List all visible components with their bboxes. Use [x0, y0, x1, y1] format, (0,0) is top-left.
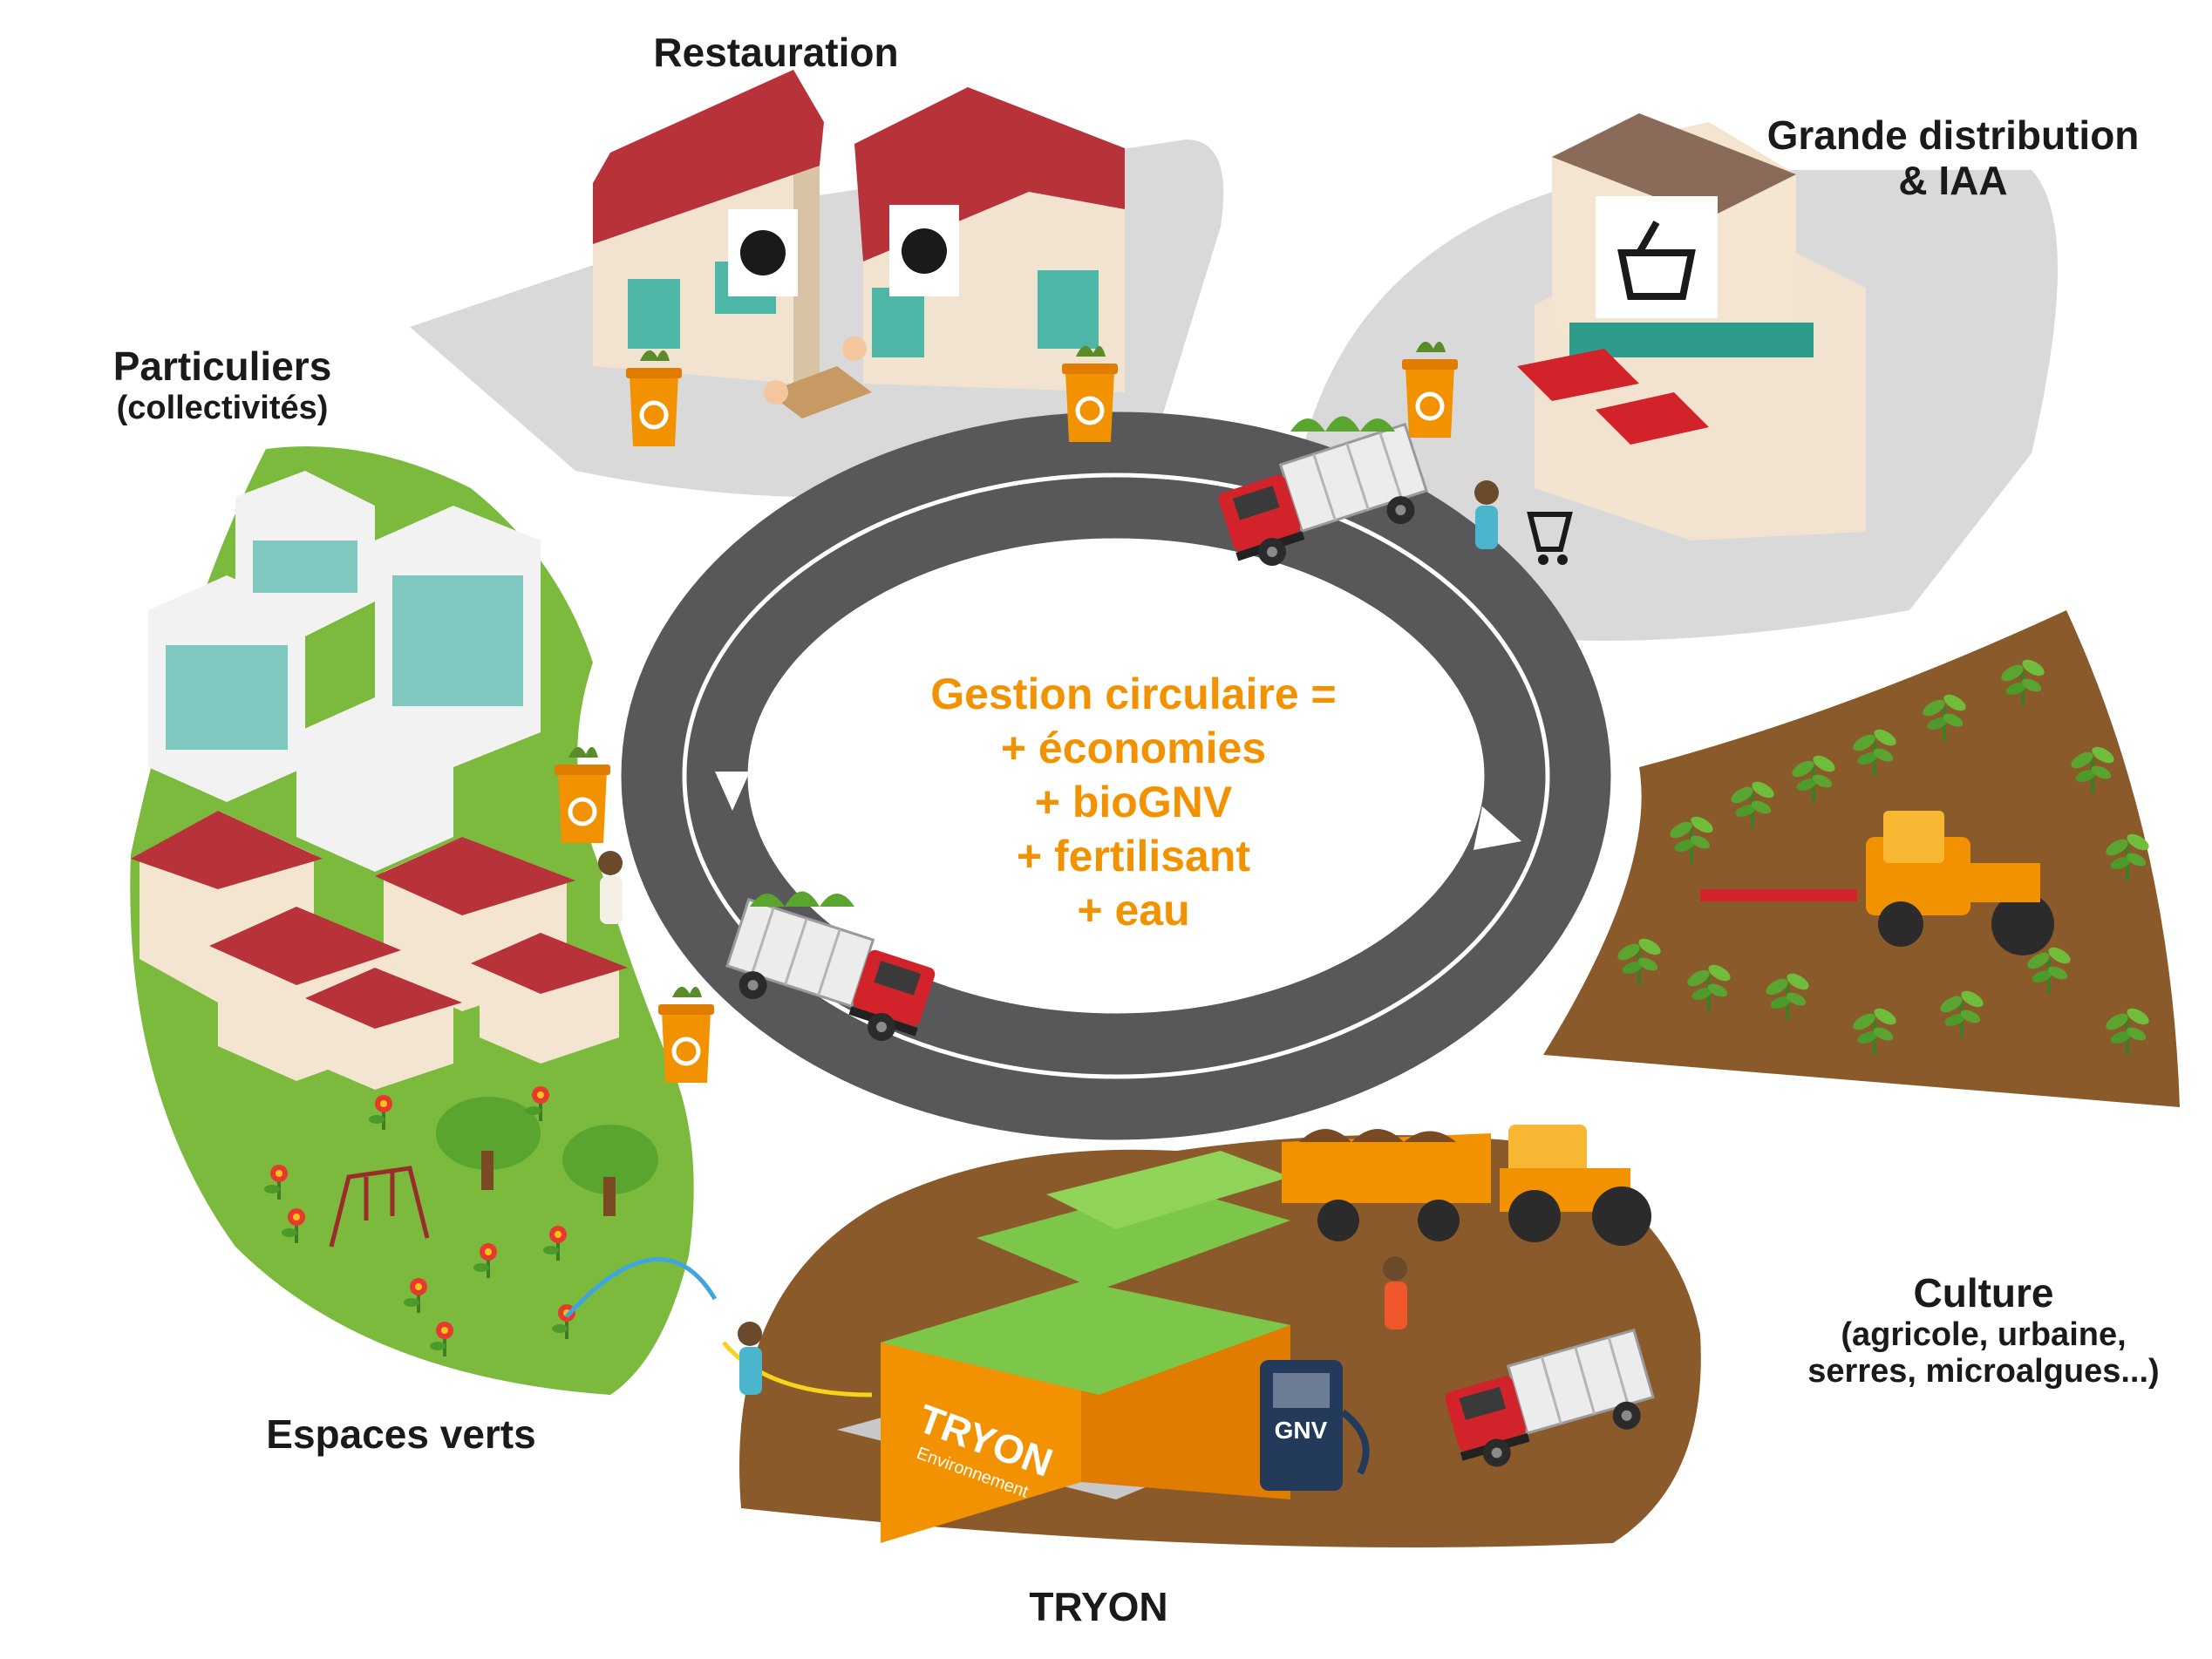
label-grande-distribution-line1: Grande distribution [1766, 112, 2140, 158]
worker-person [1383, 1256, 1407, 1329]
shopper-person [1474, 480, 1499, 549]
label-grande-distribution-line2: & IAA [1898, 157, 2008, 203]
label-particuliers-sub: (collectivités) [116, 389, 329, 426]
truck-cargo-vegetables [1290, 416, 1395, 432]
summary-line-eau: + eau [1077, 886, 1190, 935]
shopping-cart-icon [1527, 512, 1573, 565]
label-tryon: TRYON [1029, 1584, 1168, 1629]
label-particuliers-title: Particuliers [112, 343, 332, 389]
label-restauration: Restauration [653, 30, 899, 75]
label-espaces-verts: Espaces verts [266, 1411, 536, 1457]
label-culture: Culture (agricole, urbaine, serres, micr… [1770, 1270, 2197, 1390]
gnv-fuel-pump [1260, 1360, 1370, 1491]
soil-field-culture [1543, 610, 2180, 1107]
label-culture-title: Culture [1913, 1270, 2054, 1316]
plate-cutlery-icon-2 [889, 205, 959, 296]
summary-line-economies: + économies [1000, 724, 1267, 772]
gardener-person [738, 1322, 762, 1395]
summary-line-biognv: + bioGNV [1034, 778, 1233, 826]
road-inner-island [750, 539, 1482, 1013]
water-spray-arc [565, 1257, 718, 1318]
truck-cargo-vegetables-2 [750, 891, 854, 907]
hose [722, 1341, 873, 1397]
summary-line-gestion: Gestion circulaire = [930, 670, 1337, 718]
road-arrow-left [715, 772, 750, 811]
tractor-with-trailer [1282, 1125, 1651, 1246]
plate-cutlery-icon [728, 209, 798, 296]
tryon-containers [881, 1151, 1290, 1543]
dining-table [764, 337, 872, 418]
shopping-basket-icon [1596, 196, 1718, 318]
gnv-pump-label: GNV [1275, 1417, 1328, 1444]
houses-row [131, 811, 628, 1090]
label-grande-distribution: Grande distribution & IAA [1709, 112, 2197, 203]
apartment-blocks [148, 471, 541, 872]
circular-management-summary: Gestion circulaire = + économies + bioGN… [811, 667, 1456, 937]
label-culture-sub1: (agricole, urbaine, [1841, 1316, 2127, 1353]
swing-set [329, 1166, 430, 1248]
recycling-bin-espaces-verts [658, 987, 714, 1083]
label-particuliers: Particuliers (collectivités) [52, 343, 392, 426]
park-trees [436, 1097, 658, 1216]
road-lane-line [682, 473, 1550, 1079]
summary-line-fertilisant: + fertilisant [1016, 832, 1251, 880]
resident-person [598, 851, 623, 924]
tractor-with-plough [1700, 811, 2054, 955]
label-culture-sub2: serres, microalgues...) [1807, 1353, 2160, 1390]
road-arrow-right [1474, 806, 1521, 850]
